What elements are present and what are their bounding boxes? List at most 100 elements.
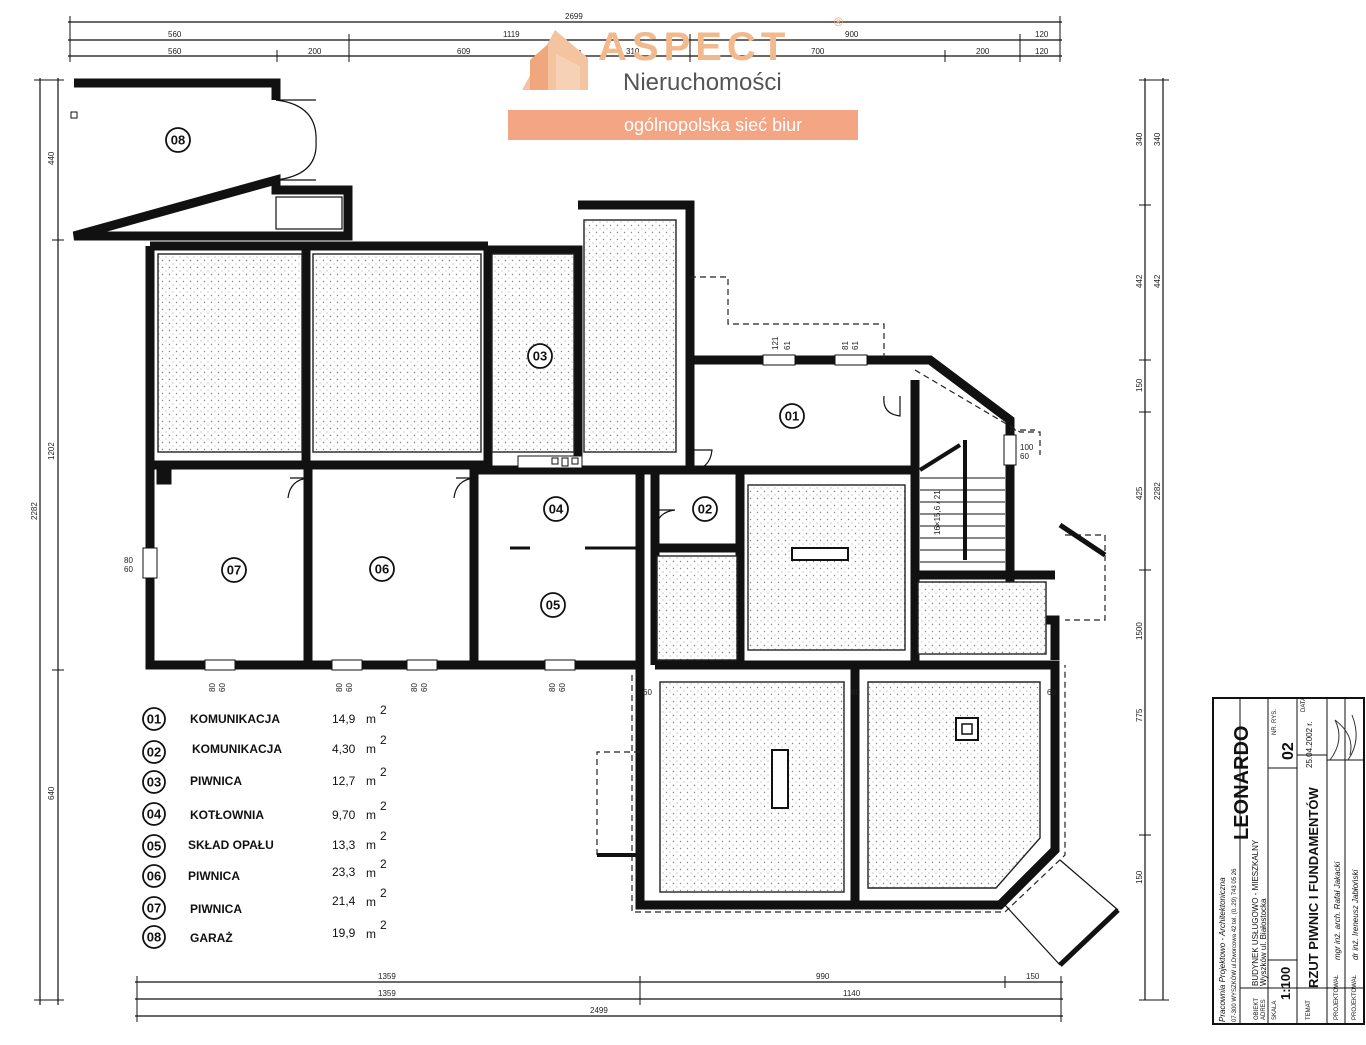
legend-unit-02: m	[366, 742, 376, 756]
window-label-2: 61	[783, 341, 792, 350]
window-label-9: 80	[208, 683, 217, 692]
dim-top-2b: 1119	[503, 30, 520, 39]
legend-sup-02: 2	[380, 733, 387, 747]
legend-name-08: GARAŻ	[190, 930, 233, 945]
legend-num-03: 03	[147, 775, 161, 790]
legend-name-07: PIWNICA	[190, 902, 242, 916]
dim-right-5: 1500	[1135, 622, 1144, 640]
logo-banner-text: ogólnopolska sieć biur	[624, 115, 802, 135]
legend-sup-01: 2	[380, 703, 387, 717]
tb-data: 25.04.2002 r.	[1305, 721, 1314, 768]
room-marker-04: 04	[543, 496, 569, 522]
room-marker-06: 06	[369, 556, 395, 582]
legend-name-01: KOMUNIKACJA	[190, 712, 280, 726]
legend-unit-07: m	[366, 895, 376, 909]
legend-area-01: 14,9	[332, 712, 356, 726]
window-label-3: 81	[841, 341, 850, 350]
room-number-06: 06	[375, 562, 389, 577]
legend-sup-03: 2	[380, 765, 387, 779]
legend-row-05: 05	[142, 834, 166, 858]
basement-walls	[145, 200, 1060, 910]
tb-obiekt: BUDYNEK USŁUGOWO - MIESZKALNY	[1251, 839, 1260, 986]
room-marker-02: 02	[692, 496, 718, 522]
dim-top-2c: 900	[845, 30, 859, 39]
aspect-logo: ASPECT ® Nieruchomości ogólnopolska sieć…	[508, 15, 858, 140]
dim-right-3: 150	[1135, 378, 1144, 392]
tb-sprawdzil: dr inż. Ireneusz Jabłoński	[1351, 870, 1360, 960]
dim-right-1: 340	[1135, 132, 1144, 146]
room-number-03: 03	[533, 349, 547, 364]
logo-banner	[508, 110, 858, 140]
legend-unit-04: m	[366, 808, 376, 822]
logo-registered: ®	[834, 15, 843, 29]
legend-num-08: 08	[147, 930, 161, 945]
legend-name-06: PIWNICA	[188, 869, 240, 883]
garage-block	[70, 78, 353, 241]
title-block: Pracownia Projektowo - Architektoniczna …	[1212, 697, 1365, 1025]
window-label-16: 60	[558, 683, 567, 692]
legend-row-03: 03	[142, 770, 166, 794]
dim-right-2: 442	[1135, 274, 1144, 288]
dim-right-6: 775	[1135, 708, 1144, 722]
window-label-10: 60	[218, 683, 227, 692]
dim-top-3a: 560	[168, 47, 182, 56]
legend-area-03: 12,7	[332, 774, 356, 788]
tb-firm-name: LEONARDO	[1231, 726, 1253, 840]
legend-num-04: 04	[147, 807, 162, 822]
window-label-13: 80	[410, 683, 419, 692]
dim-top-3b: 200	[308, 47, 322, 56]
dashed-outlines	[596, 276, 1106, 913]
room-number-02: 02	[698, 502, 712, 517]
dim-top-2a: 560	[168, 30, 182, 39]
room-number-05: 05	[546, 598, 560, 613]
legend-num-05: 05	[147, 839, 161, 854]
legend-area-06: 23,3	[332, 865, 356, 879]
tb-obiekt-label: OBIEKT	[1254, 998, 1260, 1020]
room-number-04: 04	[549, 502, 564, 517]
legend-name-02: KOMUNIKACJA	[192, 742, 282, 756]
tb-data-label: DATA	[1301, 697, 1307, 712]
left-dimension-lines: 2282 440 1202 640	[30, 78, 64, 1005]
room-marker-07: 07	[221, 557, 247, 583]
window-label-14: 60	[420, 683, 429, 692]
dim-top-3e: 700	[811, 47, 825, 56]
dim-left-1: 440	[47, 151, 56, 165]
window-label-15: 80	[548, 683, 557, 692]
tb-projektowal-label: PROJEKTOWAŁ	[1334, 974, 1340, 1020]
house-icon	[522, 30, 588, 90]
signature-mark-1	[1329, 719, 1352, 761]
legend-row-08: 08	[142, 925, 166, 949]
legend-area-08: 19,9	[332, 926, 356, 940]
window-labels: 121 61 81 61 100 60 80 60 80 60 80 60 80…	[124, 336, 1056, 697]
tb-adres-label: ADRES	[1261, 999, 1267, 1020]
window-label-18: 80	[851, 688, 860, 697]
dim-top-3c: 609	[457, 47, 471, 56]
window-label-5: 100	[1020, 443, 1034, 452]
dim-bottom-1b: 990	[816, 972, 830, 981]
tb-adres: Wyszków ul. Białostocka	[1259, 898, 1268, 986]
legend-row-02: 02	[142, 740, 166, 764]
window-label-4: 61	[851, 341, 860, 350]
logo-subtitle: Nieruchomości	[623, 69, 782, 96]
legend-sup-06: 2	[380, 857, 387, 871]
dim-top-total: 2699	[565, 12, 583, 21]
legend-row-01: 01	[142, 707, 166, 731]
dim-left-2: 1202	[47, 442, 56, 460]
dim-top-3f: 200	[976, 47, 990, 56]
signature-mark-2	[1347, 714, 1357, 761]
room-marker-03: 03	[527, 343, 553, 369]
legend-unit-05: m	[366, 838, 376, 852]
legend-area-05: 13,3	[332, 838, 356, 852]
legend-sup-08: 2	[380, 918, 387, 932]
tb-nr-rys-label: NR. RYS.	[1272, 709, 1278, 735]
windows	[142, 354, 1017, 671]
dim-right-outer-b: 442	[1153, 274, 1162, 288]
legend-area-04: 9,70	[332, 808, 356, 822]
tb-projektowal: mgr inż. arch. Rafał Jakacki	[1333, 862, 1342, 960]
dim-bottom-2b: 1140	[843, 989, 861, 998]
room-marker-05: 05	[540, 592, 566, 618]
window-label-6: 60	[1020, 452, 1029, 461]
doors	[287, 395, 1120, 967]
dim-bottom-1a: 1359	[378, 972, 396, 981]
